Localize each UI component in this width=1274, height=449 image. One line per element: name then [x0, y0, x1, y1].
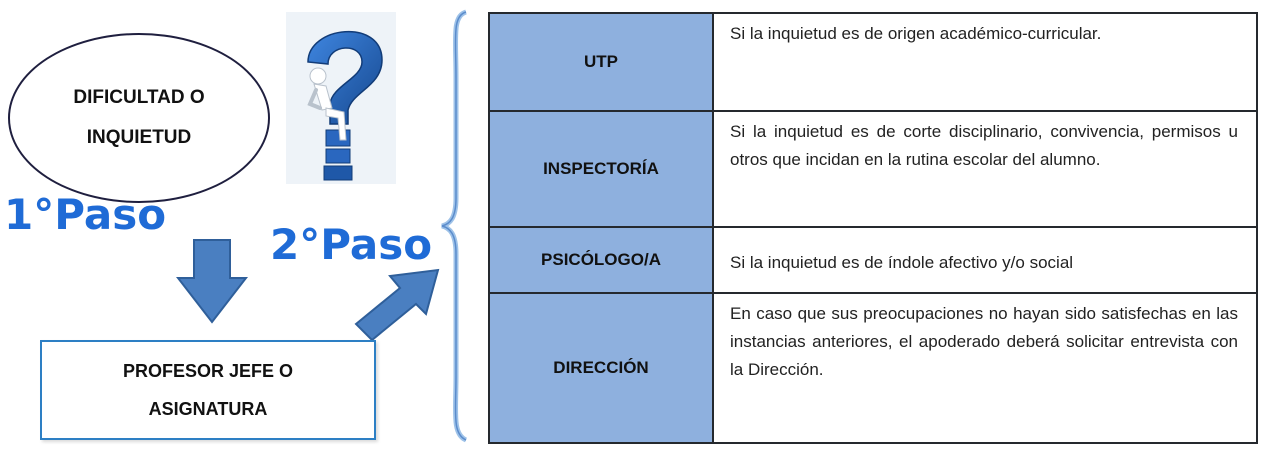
problem-ellipse: DIFICULTAD O INQUIETUD [8, 33, 270, 203]
responsibility-table: UTP Si la inquietud es de origen académi… [488, 12, 1258, 444]
table-row-description: Si la inquietud es de origen académico-c… [714, 14, 1256, 112]
step-2-label: 2°Paso [270, 220, 433, 269]
question-mark-thinker-icon [286, 12, 396, 184]
table-row-role: INSPECTORÍA [490, 112, 714, 228]
arrow-diagonal-icon [352, 268, 444, 346]
table-row-role: PSICÓLOGO/A [490, 228, 714, 294]
table-row-role: UTP [490, 14, 714, 112]
teacher-box: PROFESOR JEFE O ASIGNATURA [40, 340, 376, 440]
table-row-role: DIRECCIÓN [490, 294, 714, 442]
curly-brace [436, 8, 472, 444]
teacher-box-label: PROFESOR JEFE O ASIGNATURA [122, 361, 294, 419]
table-row-description: Si la inquietud es de corte disciplinari… [714, 112, 1256, 228]
arrow-down-icon [175, 238, 249, 324]
ellipse-label: DIFICULTAD O INQUIETUD [73, 87, 205, 148]
step-1-label: 1°Paso [4, 190, 167, 239]
table-row-description: En caso que sus preocupaciones no hayan … [714, 294, 1256, 442]
table-row-description: Si la inquietud es de índole afectivo y/… [714, 228, 1256, 294]
